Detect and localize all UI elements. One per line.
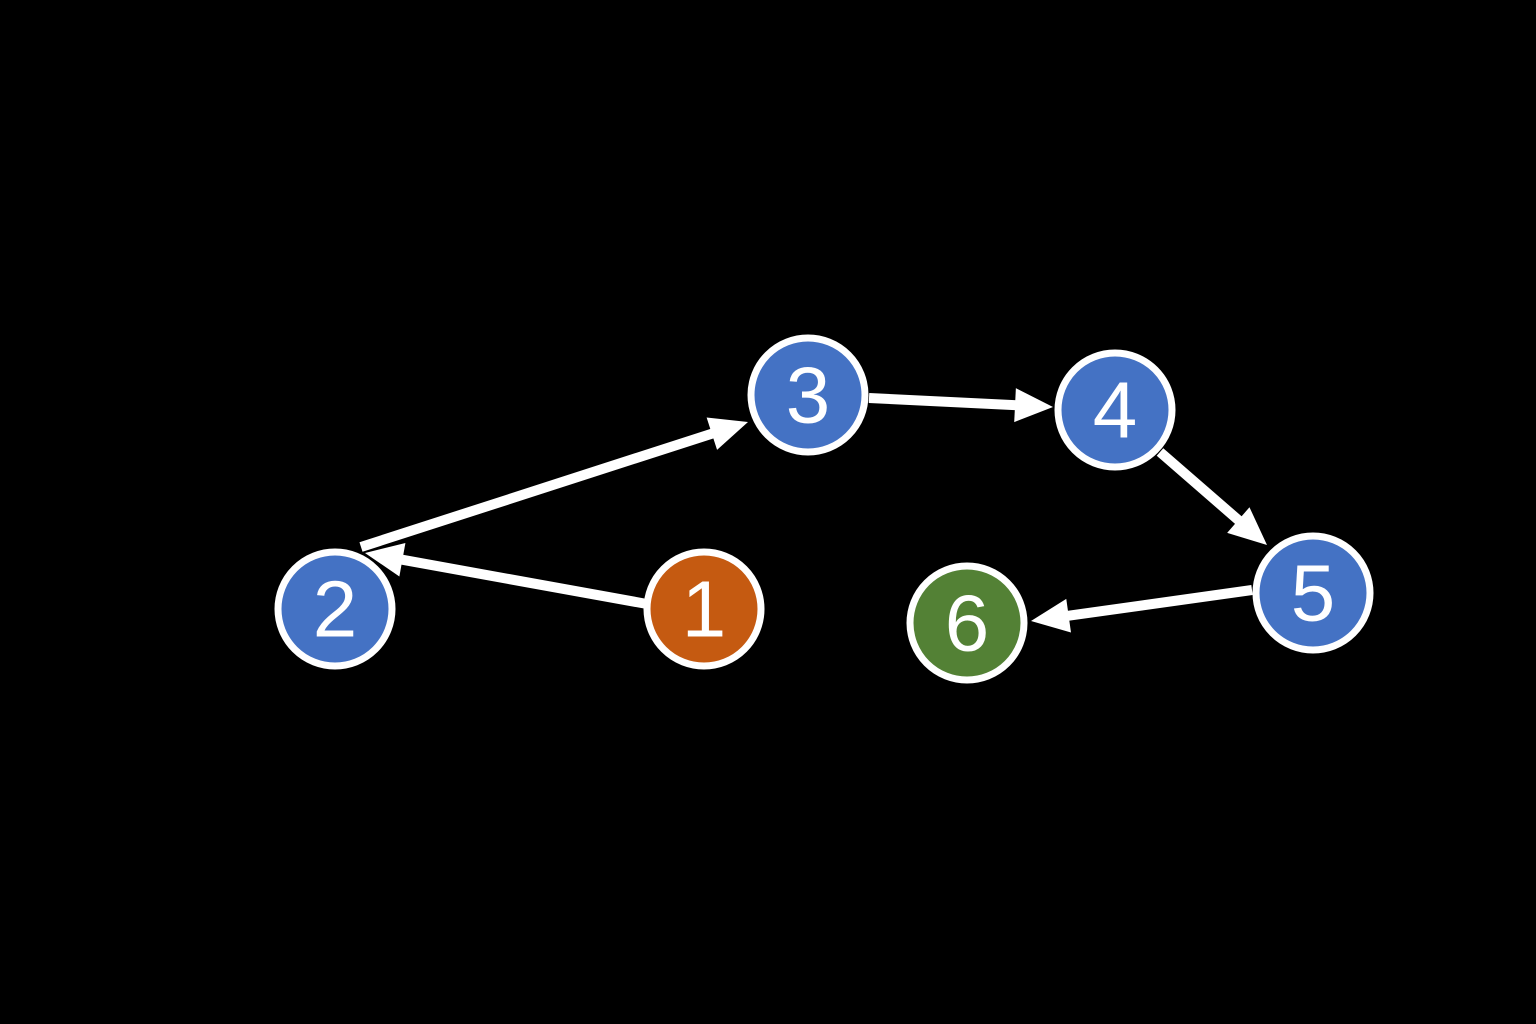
node-1-label: 1 [682,565,727,654]
edge-2-3-line [359,426,721,552]
node-3-label: 3 [786,351,831,440]
edge-5-6-line [1060,585,1253,622]
edge-1-2-line [393,553,648,609]
node-4-circle [1054,349,1176,471]
node-5-circle [1252,532,1374,654]
graph-node-6: 6 [906,562,1028,684]
node-4-label: 4 [1093,366,1138,455]
graph-node-1: 1 [643,548,765,670]
node-1-circle [643,548,765,670]
edge-3-4-arrowhead [1014,388,1053,423]
graph-node-4: 4 [1054,349,1176,471]
node-2-label: 2 [313,565,358,654]
node-3-circle [747,334,869,456]
edge-2-3-arrowhead [706,417,748,450]
edge-5-6-arrowhead [1031,598,1071,633]
node-6-label: 6 [945,579,990,668]
node-5-label: 5 [1291,549,1336,638]
edge-1-2-arrowhead [365,543,406,577]
edge-4-5-line [1156,448,1248,530]
node-6-circle [906,562,1028,684]
graph-node-2: 2 [274,548,396,670]
graph-node-5: 5 [1252,532,1374,654]
nodes-layer: 1 2 3 4 5 6 [274,334,1374,684]
node-2-circle [274,548,396,670]
graph-node-3: 3 [747,334,869,456]
edge-3-4-line [868,393,1024,411]
edges-layer [359,388,1267,633]
edge-4-5-arrowhead [1227,507,1267,545]
